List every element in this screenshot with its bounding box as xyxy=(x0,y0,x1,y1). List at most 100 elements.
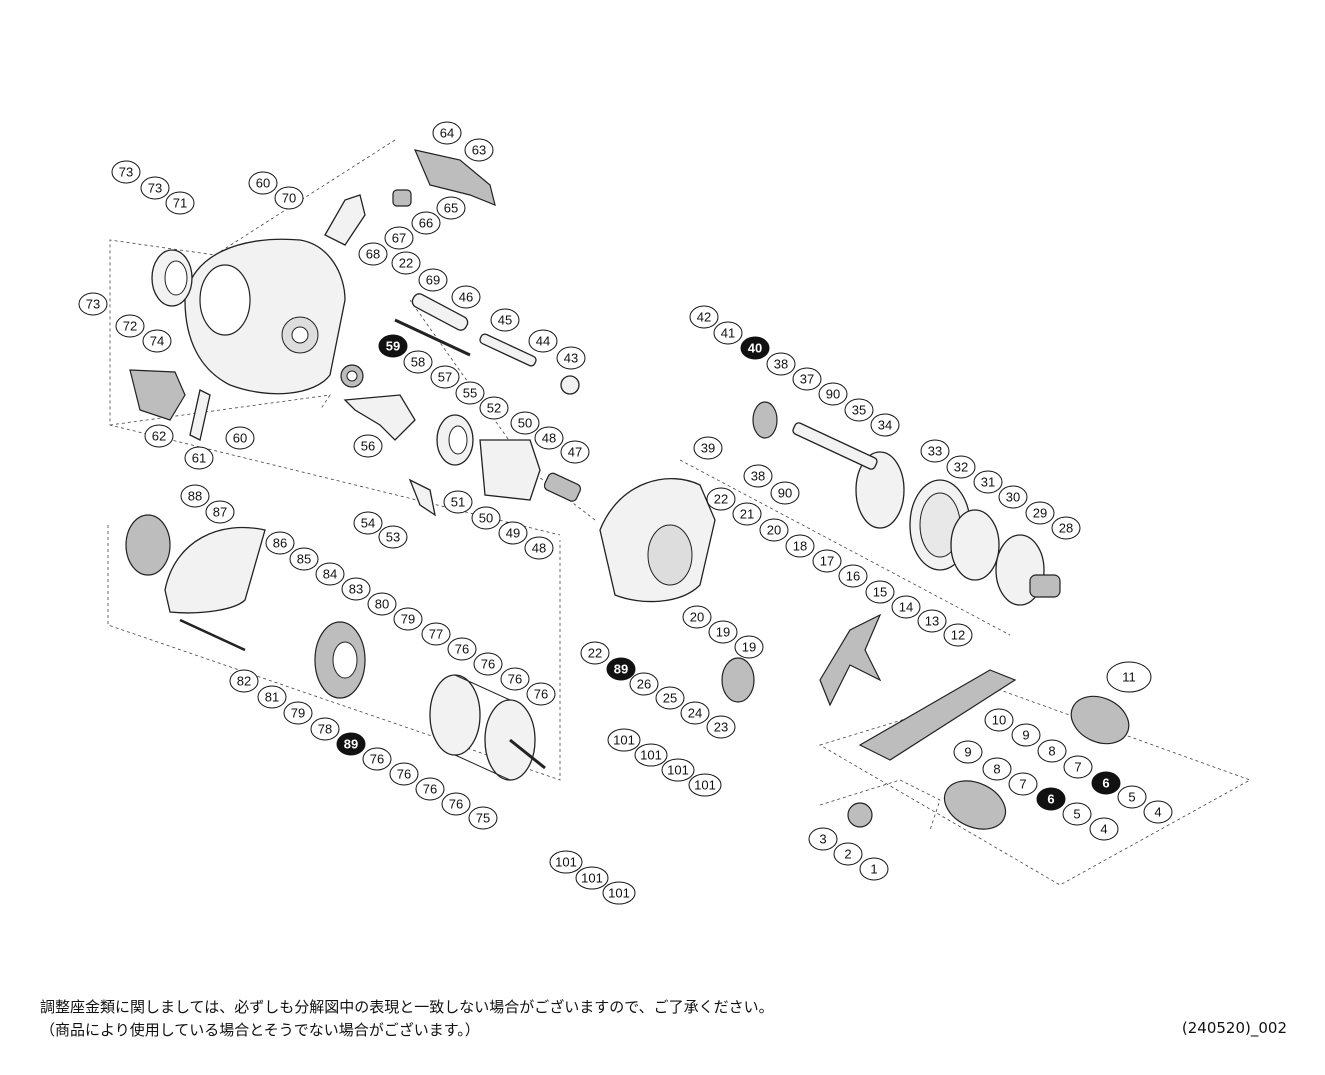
callout-88: 88 xyxy=(180,484,210,508)
callout-bubble xyxy=(998,485,1028,509)
callout-number: 86 xyxy=(273,536,287,551)
callout-21: 21 xyxy=(732,502,762,526)
callout-number: 28 xyxy=(1059,521,1073,536)
callout-number: 18 xyxy=(793,539,807,554)
callout-bubble xyxy=(403,350,433,374)
callout-55: 55 xyxy=(455,381,485,405)
clutch-lever-56 xyxy=(343,394,416,441)
callout-number: 51 xyxy=(451,495,465,510)
callout-number: 60 xyxy=(256,176,270,191)
callout-68: 68 xyxy=(358,242,388,266)
callout-bubble xyxy=(818,382,848,406)
footnote-line-1: 調整座金類に関しましては、必ずしも分解図中の表現と一致しない場合がございますので… xyxy=(40,998,774,1016)
callout-number: 60 xyxy=(233,431,247,446)
callout-bubble xyxy=(549,850,583,874)
callout-bubble xyxy=(358,242,388,266)
callout-bubble xyxy=(180,484,210,508)
callout-14: 14 xyxy=(891,595,921,619)
callout-56: 56 xyxy=(353,434,383,458)
callout-number: 49 xyxy=(506,526,520,541)
callout-bubble xyxy=(205,500,235,524)
callout-101: 101 xyxy=(575,866,609,890)
callout-57: 57 xyxy=(430,365,460,389)
callout-number: 73 xyxy=(148,181,162,196)
callout-bubble xyxy=(713,321,743,345)
callout-52: 52 xyxy=(479,396,509,420)
callout-number: 58 xyxy=(411,355,425,370)
callout-bubble xyxy=(812,549,842,573)
callout-number: 73 xyxy=(86,297,100,312)
callout-number: 2 xyxy=(844,847,851,862)
callout-61: 61 xyxy=(184,446,214,470)
callout-bubble xyxy=(1091,771,1121,795)
callout-bubble xyxy=(336,732,366,756)
callout-101: 101 xyxy=(607,728,641,752)
callout-76: 76 xyxy=(441,792,471,816)
callout-62: 62 xyxy=(144,424,174,448)
callout-number: 81 xyxy=(265,690,279,705)
callout-number: 35 xyxy=(852,403,866,418)
callout-bubble xyxy=(629,672,659,696)
callout-number: 89 xyxy=(614,662,628,677)
callout-bubble xyxy=(353,511,383,535)
callout-74: 74 xyxy=(142,329,172,353)
callout-bubble xyxy=(229,669,259,693)
callout-bubble xyxy=(473,652,503,676)
callout-76: 76 xyxy=(526,682,556,706)
callout-73: 73 xyxy=(78,292,108,316)
callout-1: 1 xyxy=(859,857,889,881)
callout-number: 65 xyxy=(444,201,458,216)
callout-number: 10 xyxy=(992,713,1006,728)
callout-73: 73 xyxy=(111,160,141,184)
callout-34: 34 xyxy=(870,413,900,437)
callout-number: 53 xyxy=(386,530,400,545)
callout-bubble xyxy=(770,481,800,505)
callout-80: 80 xyxy=(367,592,397,616)
callout-64: 64 xyxy=(432,121,462,145)
callout-bubble xyxy=(526,682,556,706)
callout-bubble xyxy=(248,171,278,195)
callout-number: 76 xyxy=(370,752,384,767)
callout-bubble xyxy=(500,667,530,691)
callout-77: 77 xyxy=(421,622,451,646)
callout-bubble xyxy=(859,857,889,881)
bearing-65 xyxy=(392,189,412,207)
callout-number: 68 xyxy=(366,247,380,262)
callout-49: 49 xyxy=(498,521,528,545)
callout-number: 6 xyxy=(1102,776,1109,791)
ratchet-33 xyxy=(855,451,905,529)
callout-31: 31 xyxy=(973,470,1003,494)
callout-90: 90 xyxy=(818,382,848,406)
callout-number: 22 xyxy=(399,256,413,271)
callout-bubble xyxy=(1008,772,1038,796)
callout-number: 8 xyxy=(993,762,1000,777)
callout-bubble xyxy=(274,186,304,210)
callout-number: 17 xyxy=(820,554,834,569)
callout-45: 45 xyxy=(490,308,520,332)
callout-number: 48 xyxy=(542,431,556,446)
callout-bubble xyxy=(917,609,947,633)
callout-number: 32 xyxy=(954,460,968,475)
callout-38: 38 xyxy=(743,464,773,488)
callout-bubble xyxy=(946,455,976,479)
callout-bubble xyxy=(607,728,641,752)
callout-bubble xyxy=(436,196,466,220)
callout-75: 75 xyxy=(468,806,498,830)
callout-5: 5 xyxy=(1117,785,1147,809)
callout-bubble xyxy=(560,440,590,464)
callout-54: 54 xyxy=(353,511,383,535)
callout-number: 64 xyxy=(440,126,454,141)
callout-number: 78 xyxy=(318,722,332,737)
callout-number: 40 xyxy=(748,341,762,356)
callout-bubble xyxy=(1011,723,1041,747)
callout-19: 19 xyxy=(708,620,738,644)
callout-number: 50 xyxy=(518,416,532,431)
callout-bubble xyxy=(490,308,520,332)
callout-76: 76 xyxy=(500,667,530,691)
callout-number: 76 xyxy=(481,657,495,672)
callout-bubble xyxy=(759,518,789,542)
callout-bubble xyxy=(734,635,764,659)
callout-bubble xyxy=(265,531,295,555)
callout-number: 55 xyxy=(463,386,477,401)
